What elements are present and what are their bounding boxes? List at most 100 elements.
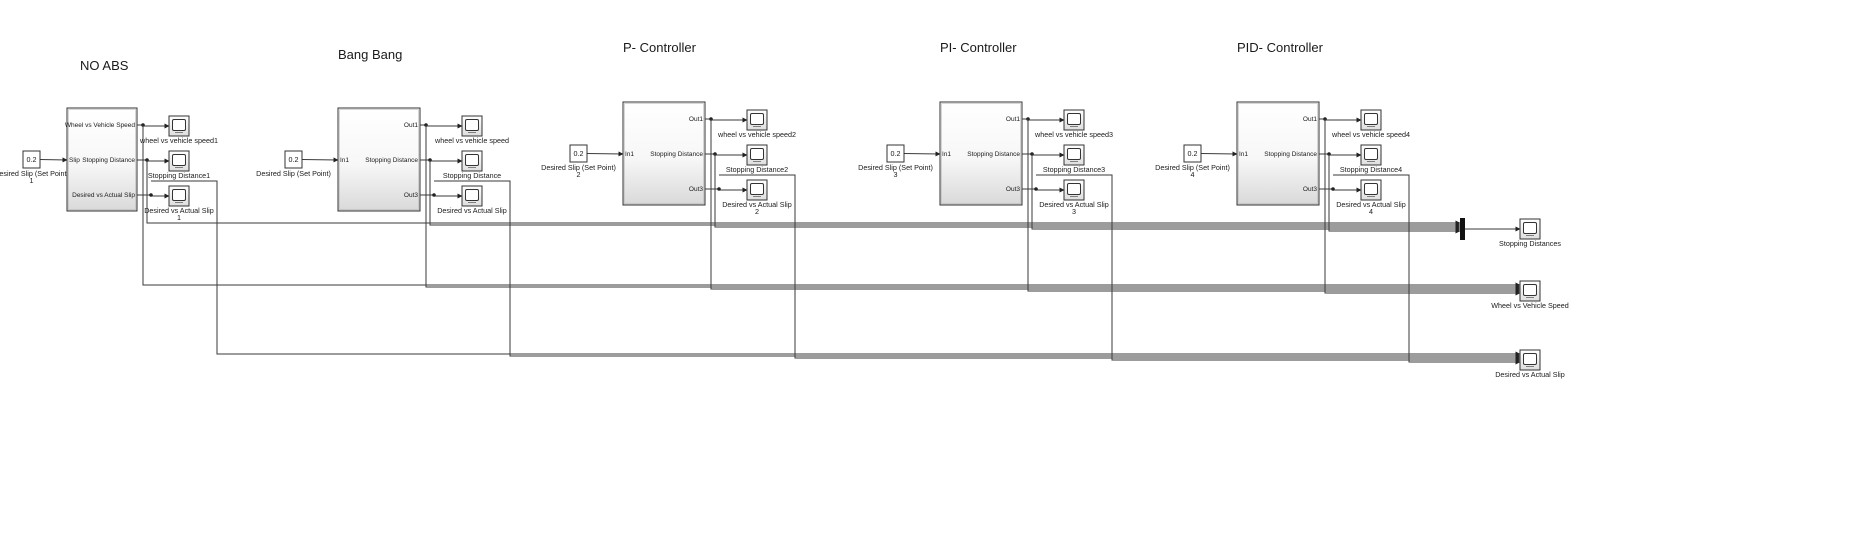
bus-line[interactable] — [1328, 154, 1461, 234]
subsystem-outport-label: Stopping Distance — [650, 151, 703, 158]
constant-block[interactable]: 0.2 — [284, 150, 303, 169]
subsystem-inport-label: In1 — [625, 151, 634, 158]
scope-block[interactable] — [1063, 179, 1085, 201]
scope-screen-icon — [465, 189, 479, 201]
scope-screen-icon — [1364, 183, 1378, 195]
bus-line[interactable] — [151, 180, 1521, 357]
constant-block-body — [1183, 144, 1202, 163]
scope-block[interactable] — [1360, 109, 1382, 131]
constant-block[interactable]: 0.2 — [22, 150, 41, 169]
bus-line[interactable] — [146, 160, 1461, 226]
final-scope-label: Stopping Distances — [1499, 239, 1561, 248]
constant-block[interactable]: 0.2 — [569, 144, 588, 163]
scope-signal-line[interactable] — [137, 193, 170, 199]
bus-line[interactable] — [1036, 174, 1521, 363]
scope-block[interactable] — [1360, 179, 1382, 201]
scope-label: Desired vs Actual Slip — [722, 200, 792, 209]
scope-block[interactable] — [746, 109, 768, 131]
bus-line[interactable] — [719, 174, 1521, 361]
scope-block[interactable] — [1063, 109, 1085, 131]
scope-screen-icon — [465, 119, 479, 131]
scope-screen-icon — [1364, 148, 1378, 160]
section-title: P- Controller — [623, 40, 697, 55]
subsystem-outport-label: Out1 — [404, 122, 418, 129]
scope-block[interactable] — [1063, 144, 1085, 166]
scope-label: wheel vs vehicle speed4 — [1331, 130, 1410, 139]
subsystem-inner-border — [1238, 103, 1318, 204]
constant-value: 0.2 — [27, 155, 37, 164]
scope-label-index: 4 — [1369, 207, 1373, 216]
constant-value: 0.2 — [574, 149, 584, 158]
scope-block[interactable] — [461, 150, 483, 172]
input-signal-line[interactable] — [301, 157, 339, 163]
subsystem-outport-label: Stopping Distance — [967, 151, 1020, 158]
scope-screen-icon — [172, 154, 186, 166]
subsystem-body — [66, 107, 138, 212]
subsystem-outport-label: Stopping Distance — [1264, 151, 1317, 158]
input-signal-line[interactable] — [903, 151, 941, 157]
final-scope-label: Desired vs Actual Slip — [1495, 370, 1565, 379]
scope-label: Desired vs Actual Slip — [144, 206, 214, 215]
scope-screen-icon — [1067, 113, 1081, 125]
subsystem-inner-border — [339, 109, 419, 210]
subsystem-inner-border — [68, 109, 136, 210]
bus-line[interactable] — [714, 154, 1461, 230]
scope-screen-icon — [1523, 284, 1537, 296]
subsystem-outport-label: Wheel vs Vehicle Speed — [65, 122, 135, 129]
bus-line[interactable] — [142, 125, 1521, 288]
bus-line[interactable] — [710, 119, 1521, 292]
scope-label-index: 2 — [755, 207, 759, 216]
constant-block[interactable]: 0.2 — [1183, 144, 1202, 163]
subsystem-outport-label: Out1 — [689, 116, 703, 123]
bus-line[interactable] — [425, 125, 1521, 290]
scope-signal-line[interactable] — [137, 158, 170, 164]
scope-block[interactable] — [746, 179, 768, 201]
scope-screen-icon — [172, 189, 186, 201]
final-scope-block[interactable] — [1519, 218, 1541, 240]
subsystem-inner-border — [624, 103, 704, 204]
constant-block-body — [886, 144, 905, 163]
scope-label: Stopping Distance4 — [1340, 165, 1402, 174]
subsystem-outport-label: Out1 — [1006, 116, 1020, 123]
scope-block[interactable] — [461, 115, 483, 137]
bus-line[interactable] — [429, 160, 1461, 228]
scope-screen-icon — [1067, 148, 1081, 160]
bus-line[interactable] — [1027, 119, 1521, 294]
input-signal-line[interactable] — [1200, 151, 1238, 157]
scope-block[interactable] — [168, 185, 190, 207]
scope-label: wheel vs vehicle speed3 — [1034, 130, 1113, 139]
scope-label: Desired vs Actual Slip — [437, 206, 507, 215]
scope-block[interactable] — [461, 185, 483, 207]
final-scope-block[interactable] — [1519, 349, 1541, 371]
bus-line[interactable] — [434, 180, 1521, 359]
bus-line[interactable] — [1324, 119, 1521, 296]
subsystem-body — [1236, 101, 1320, 206]
bus-line[interactable] — [1031, 154, 1461, 232]
final-scope-block[interactable] — [1519, 280, 1541, 302]
subsystem-inport-label: In1 — [942, 151, 951, 158]
section-title: PI- Controller — [940, 40, 1017, 55]
subsystem-outport-label: Out3 — [404, 192, 418, 199]
mux-block[interactable] — [1460, 218, 1465, 240]
scope-block[interactable] — [168, 115, 190, 137]
subsystem-inner-border — [941, 103, 1021, 204]
scope-block[interactable] — [168, 150, 190, 172]
input-signal-line[interactable] — [39, 157, 68, 163]
bus-line[interactable] — [1333, 174, 1521, 365]
constant-block[interactable]: 0.2 — [886, 144, 905, 163]
input-signal-line[interactable] — [586, 151, 624, 157]
section-title: NO ABS — [80, 58, 129, 73]
scope-label: wheel vs vehicle speed — [434, 136, 509, 145]
scope-block[interactable] — [1360, 144, 1382, 166]
constant-label: Desired Slip (Set Point) — [858, 163, 933, 172]
subsystem-outport-label: Desired vs Actual Slip — [72, 192, 135, 199]
scope-block[interactable] — [746, 144, 768, 166]
